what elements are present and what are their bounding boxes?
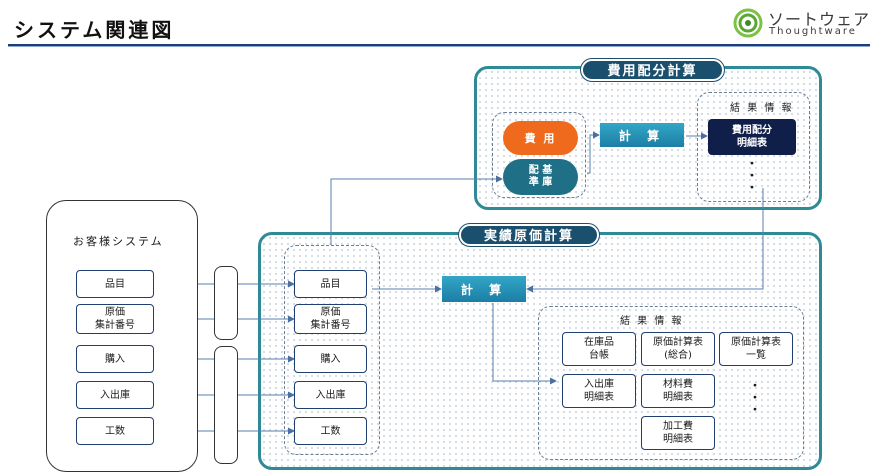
result-cost-list: 原価計算表 一覧 xyxy=(719,332,793,366)
interface-bracket-master xyxy=(214,266,238,340)
customer-item-purchase: 購入 xyxy=(76,345,154,373)
title-divider-light xyxy=(8,46,870,47)
title-divider xyxy=(8,44,870,46)
actual-results-group xyxy=(538,306,804,460)
page-title: システム関連図 xyxy=(14,18,175,42)
input-purchase: 購入 xyxy=(294,345,367,373)
customer-item-manhours: 工数 xyxy=(76,417,154,445)
allocation-panel-title: 費用配分計算 xyxy=(581,59,724,81)
input-cost-number: 原価 集計番号 xyxy=(294,304,367,334)
allocation-results-group xyxy=(697,92,810,202)
input-hinmoku: 品目 xyxy=(294,270,367,298)
logo-text-en: Thoughtware xyxy=(769,26,857,37)
interface-bracket-transaction xyxy=(214,346,238,464)
customer-item-cost-number: 原価 集計番号 xyxy=(76,304,154,334)
allocation-results-ellipsis: ・ ・ ・ xyxy=(746,157,758,194)
allocation-result-item: 費用配分 明細表 xyxy=(708,119,796,155)
allocation-calc-box: 計 算 xyxy=(600,123,684,147)
actual-cost-panel-title: 実績原価計算 xyxy=(459,224,599,246)
customer-item-inout: 入出庫 xyxy=(76,381,154,409)
input-manhours: 工数 xyxy=(294,417,367,445)
allocation-results-label: 結 果 情 報 xyxy=(730,103,794,114)
input-inout: 入出庫 xyxy=(294,381,367,409)
actual-inputs-group xyxy=(284,245,380,455)
result-inventory-ledger: 在庫品 台帳 xyxy=(562,332,636,366)
result-inout-detail: 入出庫 明細表 xyxy=(562,374,636,408)
actual-results-ellipsis: ・ ・ ・ xyxy=(749,379,761,416)
logo-swirl-icon xyxy=(733,8,763,38)
expense-node: 費 用 xyxy=(503,121,578,155)
base-master-node: 配 基 準 庫 xyxy=(503,159,578,195)
logo-text-jp: ソートウェア xyxy=(768,10,871,29)
customer-system-title: お客様システム xyxy=(73,235,164,248)
allocation-inputs-group xyxy=(492,112,586,198)
customer-item-hinmoku: 品目 xyxy=(76,270,154,298)
result-processing-detail: 加工費 明細表 xyxy=(641,416,715,450)
actual-results-label: 結 果 情 報 xyxy=(620,316,684,327)
result-material-detail: 材料費 明細表 xyxy=(641,374,715,408)
result-cost-summary: 原価計算表 (総合) xyxy=(641,332,715,366)
actual-calc-box: 計 算 xyxy=(442,276,526,302)
